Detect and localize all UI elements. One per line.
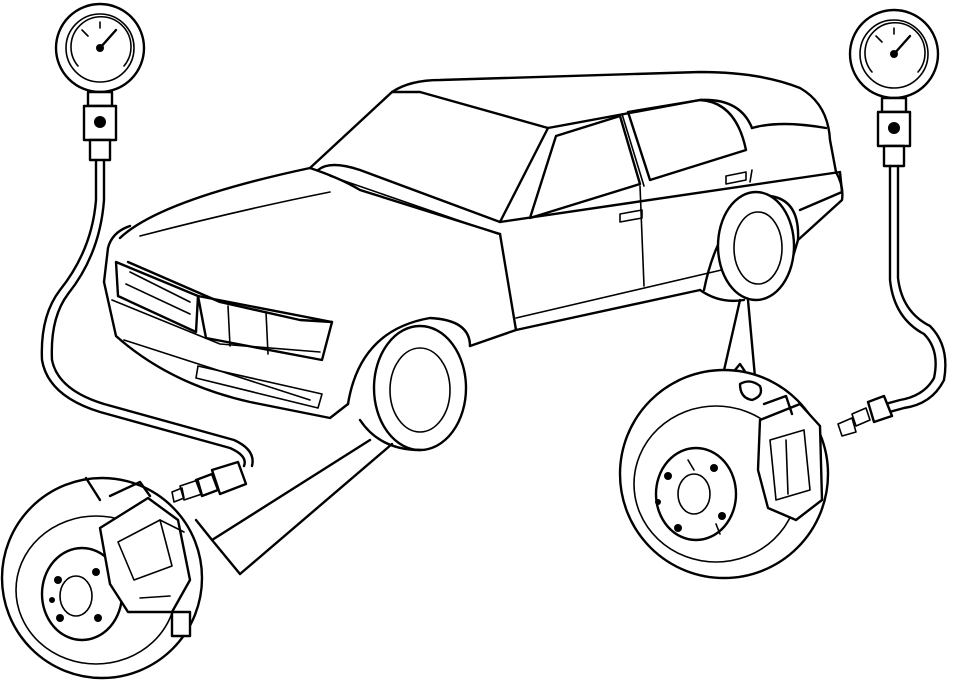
pressure-gauge-left bbox=[40, 2, 254, 503]
brake-disc-left bbox=[0, 476, 204, 680]
pressure-gauge-icon bbox=[848, 8, 940, 100]
pressure-gauge-right bbox=[837, 8, 947, 437]
callout-lines-left bbox=[194, 438, 394, 576]
pressure-gauge-icon bbox=[54, 2, 146, 94]
car-sedan-icon bbox=[102, 70, 844, 452]
brake-disc-right bbox=[618, 368, 830, 580]
